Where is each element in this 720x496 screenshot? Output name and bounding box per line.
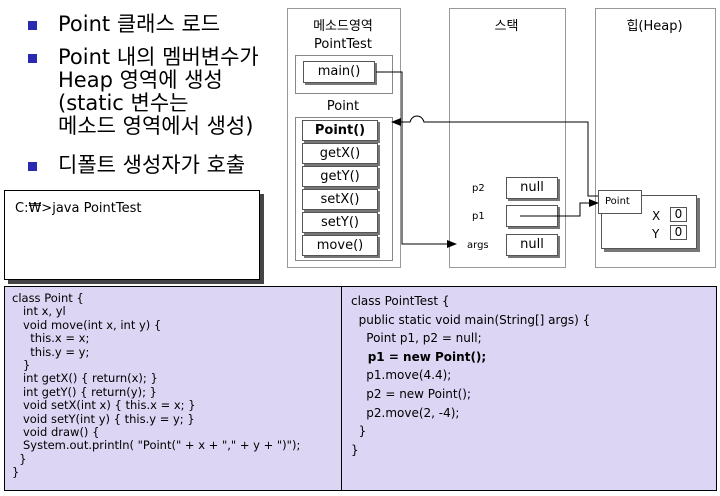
code-panel-right [341,286,717,491]
heap-field-x-name: X [652,209,661,223]
method-area-title: 메소드영역 [313,19,373,34]
stack-var-p2: null [506,177,558,199]
heap-field-x-value: 0 [670,207,687,222]
stack-panel [449,8,566,268]
code-line: p1.move(4.4); [351,368,452,383]
stack-var-name-p2: p2 [472,183,485,194]
method-main: main() [303,61,375,83]
heap-object-label: Point [605,196,630,207]
stack-title: 스택 [494,19,519,34]
method-setx: setX() [302,189,378,210]
stack-var-name-p1: p1 [472,211,485,222]
code-line: Point p1, p2 = null; [351,331,482,346]
bullet-text-3: 디폴트 생성자가 호출 [58,153,246,177]
method-getx: getX() [302,143,378,164]
point-class-label: Point [326,99,360,114]
console-window: C:₩>java PointTest [4,190,260,280]
heap-title: 힙(Heap) [626,19,683,34]
heap-object-label-box [598,190,642,214]
method-sety: setY() [302,212,378,233]
stack-var-p1 [506,205,558,227]
heap-field-y-value: 0 [670,225,687,240]
method-move: move() [302,235,378,256]
code-point-class: class Point { int x, yl void move(int x,… [12,291,301,480]
pointtest-class-label: PointTest [314,37,372,52]
bullet-text-1: Point 클래스 로드 [58,12,221,36]
code-line: p2 = new Point(); [351,387,472,401]
stack-var-args: null [506,234,558,256]
bullet-text-2: Point 내의 멤버변수가 Heap 영역에 생성 (static 변수는 메… [58,45,259,138]
console-text: C:₩>java PointTest [15,201,142,216]
code-line: } [351,424,367,439]
code-panel-left [4,286,343,491]
heap-field-y-name: Y [652,227,660,241]
code-line: public static void main(String[] args) { [351,312,591,327]
stack-var-name-args: args [467,240,489,251]
method-point-constructor: Point() [302,120,378,141]
method-gety: getY() [302,166,378,187]
code-line-highlighted: p1 = new Point(); [351,349,487,364]
code-line: } [351,442,359,457]
code-line: class PointTest { [351,294,450,308]
bullet-marker [28,54,37,63]
bullet-marker [28,21,37,30]
code-line: p2.move(2, -4); [351,405,460,420]
bullet-marker [28,162,37,171]
